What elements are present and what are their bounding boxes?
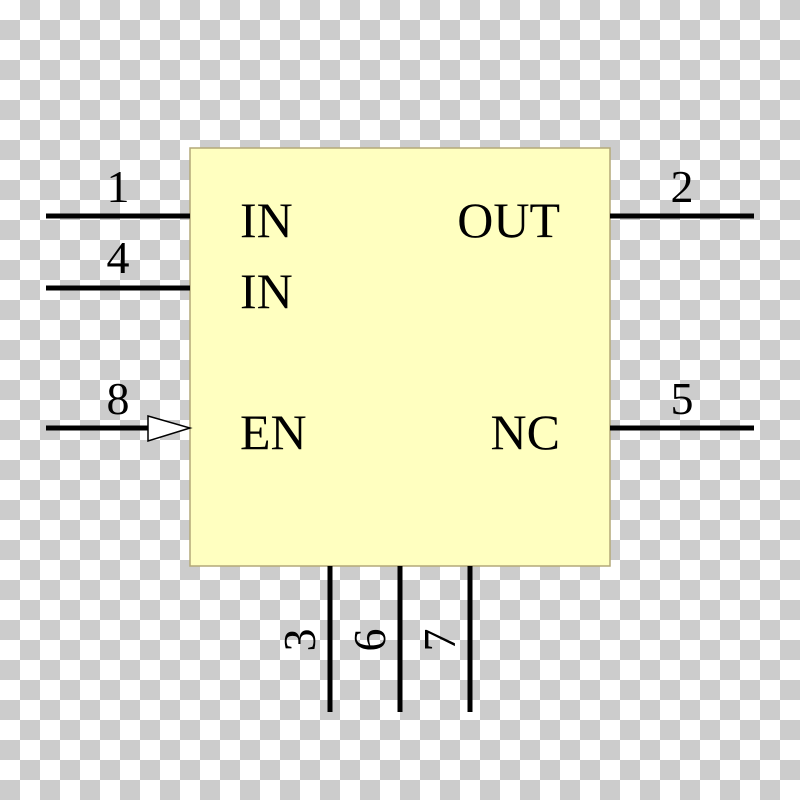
pin-2-label: OUT [457, 192, 560, 248]
pin-8-label: EN [240, 404, 307, 460]
pin-8-number: 8 [107, 373, 130, 424]
pin-5-number: 5 [671, 373, 694, 424]
pin-4-number: 4 [107, 232, 130, 283]
component-body [189, 147, 611, 567]
pin-3-number: 3 [274, 629, 325, 652]
pin-5-label: NC [491, 404, 560, 460]
pin-1-number: 1 [107, 161, 130, 212]
pin-2-number: 2 [671, 161, 694, 212]
pin-8-clock-triangle [147, 415, 193, 443]
pin-7-number: 7 [414, 629, 465, 652]
pin-4-label: IN [240, 263, 293, 319]
pin-6-number: 6 [344, 629, 395, 652]
pin-1-label: IN [240, 192, 293, 248]
